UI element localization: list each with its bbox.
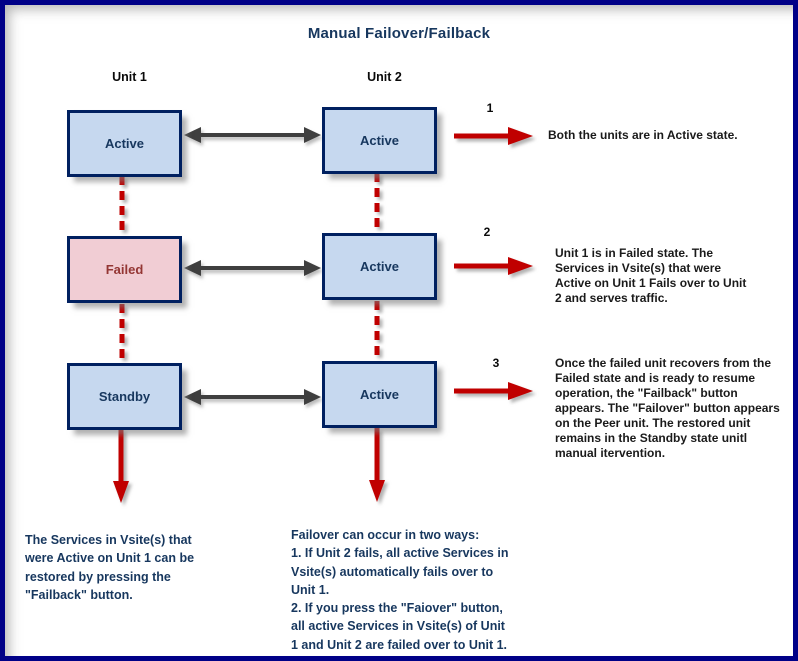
step-2-note: Unit 1 is in Failed state. The Services …: [555, 246, 747, 305]
red-down-arrow-unit2-icon: [369, 428, 385, 502]
step-3-note: Once the failed unit recovers from the F…: [555, 356, 780, 460]
step-1-arrow-icon: [454, 127, 533, 145]
state-box-label: Standby: [98, 389, 151, 404]
step-3-arrow-icon: [454, 382, 533, 400]
red-down-arrow-unit1-icon: [113, 429, 129, 503]
bidirectional-arrow-row3-icon: [184, 389, 321, 405]
unit-1-header: Unit 1: [112, 70, 147, 84]
state-box-unit1-row3: Standby: [67, 363, 182, 430]
footnote-unit2: Failover can occur in two ways: 1. If Un…: [291, 528, 509, 652]
diagram-title: Manual Failover/Failback: [307, 25, 491, 42]
step-1-number: 1: [486, 101, 494, 115]
state-box-unit1-row1: Active: [67, 110, 182, 177]
bidirectional-arrow-row2-icon: [184, 260, 321, 276]
unit-2-header: Unit 2: [367, 70, 402, 84]
state-box-unit2-row3: Active: [322, 361, 437, 428]
step-3-number: 3: [492, 356, 500, 370]
footnote-unit1: The Services in Vsite(s) that were Activ…: [25, 533, 195, 602]
step-1-note: Both the units are in Active state.: [548, 128, 738, 142]
state-box-label: Active: [359, 259, 400, 274]
step-2-arrow-icon: [454, 257, 533, 275]
state-box-unit2-row1: Active: [322, 107, 437, 174]
step-2-number: 2: [483, 225, 491, 239]
state-box-unit1-row2: Failed: [67, 236, 182, 303]
state-box-unit2-row2: Active: [322, 233, 437, 300]
state-box-label: Active: [359, 133, 400, 148]
state-box-label: Active: [359, 387, 400, 402]
state-box-label: Active: [104, 136, 145, 151]
state-box-label: Failed: [105, 262, 144, 277]
bidirectional-arrow-row1-icon: [184, 127, 321, 143]
